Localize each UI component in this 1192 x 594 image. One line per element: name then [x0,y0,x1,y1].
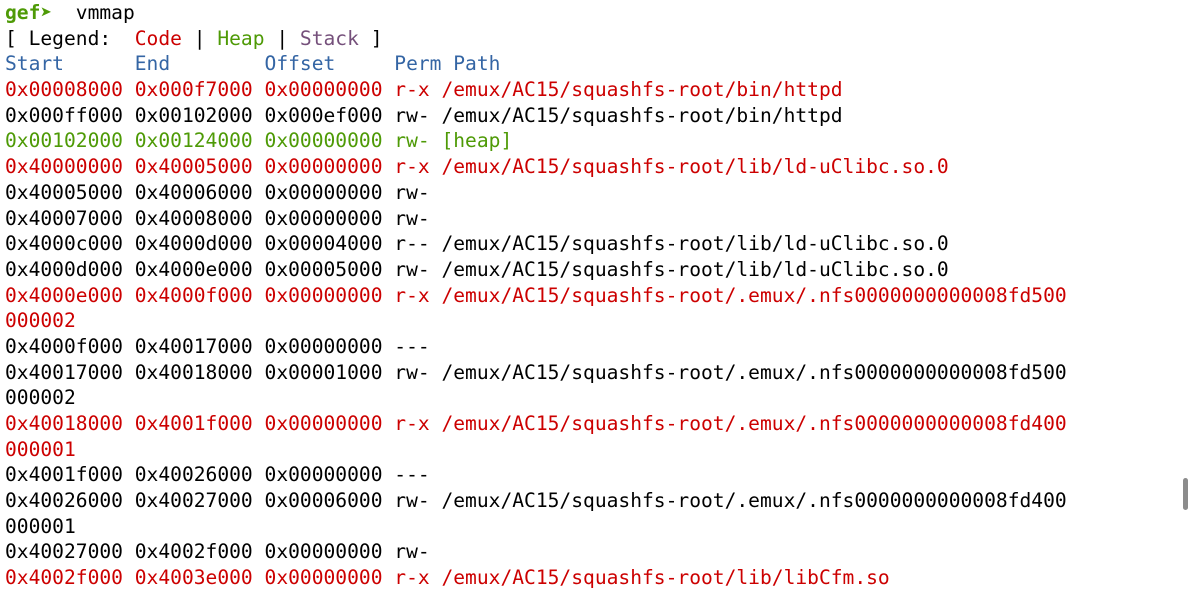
legend-heap: Heap [217,26,265,50]
prompt-arrow-icon: ➤ [40,1,53,24]
table-row: 0x40018000 0x4001f000 0x00000000 r-x /em… [5,412,1067,435]
table-row: 0x40007000 0x40008000 0x00000000 rw- [5,206,430,230]
table-row: 0x40005000 0x40006000 0x00000000 rw- [5,180,430,204]
legend-open: [ Legend: [5,26,135,50]
legend-close: ] [358,26,383,50]
table-row: 0x00102000 0x00124000 0x00000000 rw- [he… [5,129,513,153]
table-row: 0x4000f000 0x40017000 0x00000000 --- [5,334,430,358]
legend-sep-2: | [264,26,300,50]
legend-sep-1: | [181,26,218,50]
table-row: 0x40027000 0x4002f000 0x00000000 rw- [5,540,430,564]
table-row-continuation: 000002 [5,309,76,333]
table-row: 0x40026000 0x40027000 0x00006000 rw- /em… [5,489,1067,513]
legend-stack: Stack [299,26,359,50]
scrollbar-thumb[interactable] [1183,478,1188,510]
table-row-continuation: 000001 [5,514,76,538]
table-row: 0x000ff000 0x00102000 0x000ef000 rw- /em… [5,103,843,127]
table-row: 0x40017000 0x40018000 0x00001000 rw- /em… [5,360,1067,384]
table-row-continuation: 000001 [5,437,76,461]
table-row: 0x4000c000 0x4000d000 0x00004000 r-- /em… [5,232,949,256]
table-row: 0x00008000 0x000f7000 0x00000000 r-x /em… [5,78,843,102]
table-row: 0x40000000 0x40005000 0x00000000 r-x /em… [5,155,949,179]
prompt-name: gef [5,1,41,24]
table-row-continuation: 000002 [5,386,76,410]
prompt-line: gef➤ vmmap [5,0,1192,26]
table-row: 0x4000d000 0x4000e000 0x00005000 rw- /em… [5,257,949,281]
table-row: 0x4001f000 0x40026000 0x00000000 --- [5,463,430,487]
table-row: 0x4000e000 0x4000f000 0x00000000 r-x /em… [5,283,1067,307]
table-header: Start End Offset Perm Path [5,52,501,76]
legend-code: Code [134,26,182,50]
legend-line: [ Legend: Code | Heap | Stack ] [5,26,1192,52]
table-row: 0x4002f000 0x4003e000 0x00000000 r-x /em… [5,566,890,590]
command-text: vmmap [52,1,135,24]
